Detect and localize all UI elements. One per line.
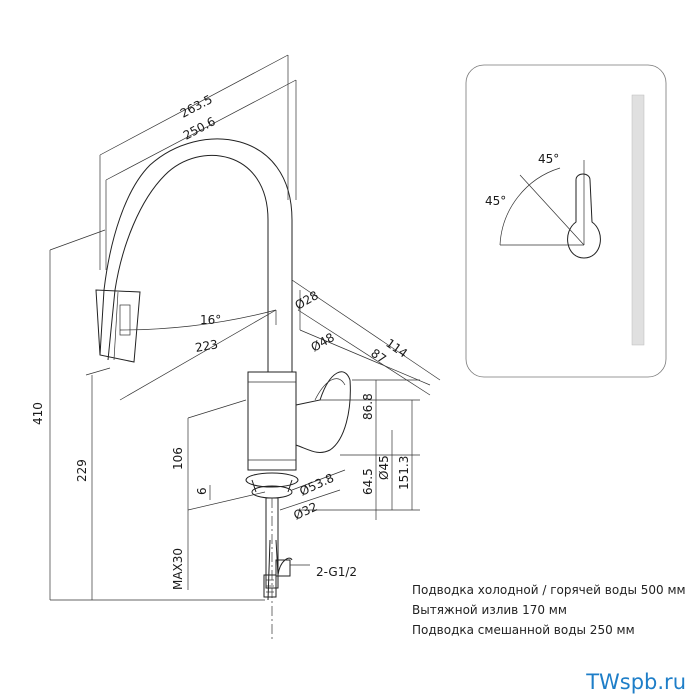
dim-106: 106 [171,447,185,470]
dim-223: 223 [194,337,219,355]
handle-angle-left: 45° [485,194,506,208]
faucet-outline [95,138,351,640]
handle-angle-top: 45° [538,152,559,166]
dim-thread: 2-G1/2 [316,565,357,579]
dim-86-8: 86.8 [361,393,375,420]
dim-410: 410 [31,402,45,425]
note-pullout-spout: Вытяжной излив 170 мм [412,603,567,617]
note-mixed-supply: Подводка смешанной воды 250 мм [412,623,635,637]
dim-151-3: 151.3 [397,456,411,490]
dim-dia28: Ø28 [293,288,321,312]
handle-rotation-view [465,64,667,378]
dim-max30: MAX30 [171,548,185,590]
dim-dia32: Ø32 [291,500,319,523]
note-cold-hot-supply: Подводка холодной / горячей воды 500 мм [412,583,686,597]
dim-64-5: 64.5 [361,468,375,495]
dim-6: 6 [195,487,209,495]
installation-notes: Подводка холодной / горячей воды 500 мм … [412,580,686,640]
dim-16-deg: 16° [200,313,221,327]
dim-dia53-8: Ø53.8 [297,471,336,499]
dimension-lines [49,54,441,601]
brand-logo: TWspb.ru [586,670,686,694]
dim-dia45: Ø45 [377,455,391,480]
dim-229: 229 [75,459,89,482]
dim-dia48: Ø48 [309,330,337,354]
